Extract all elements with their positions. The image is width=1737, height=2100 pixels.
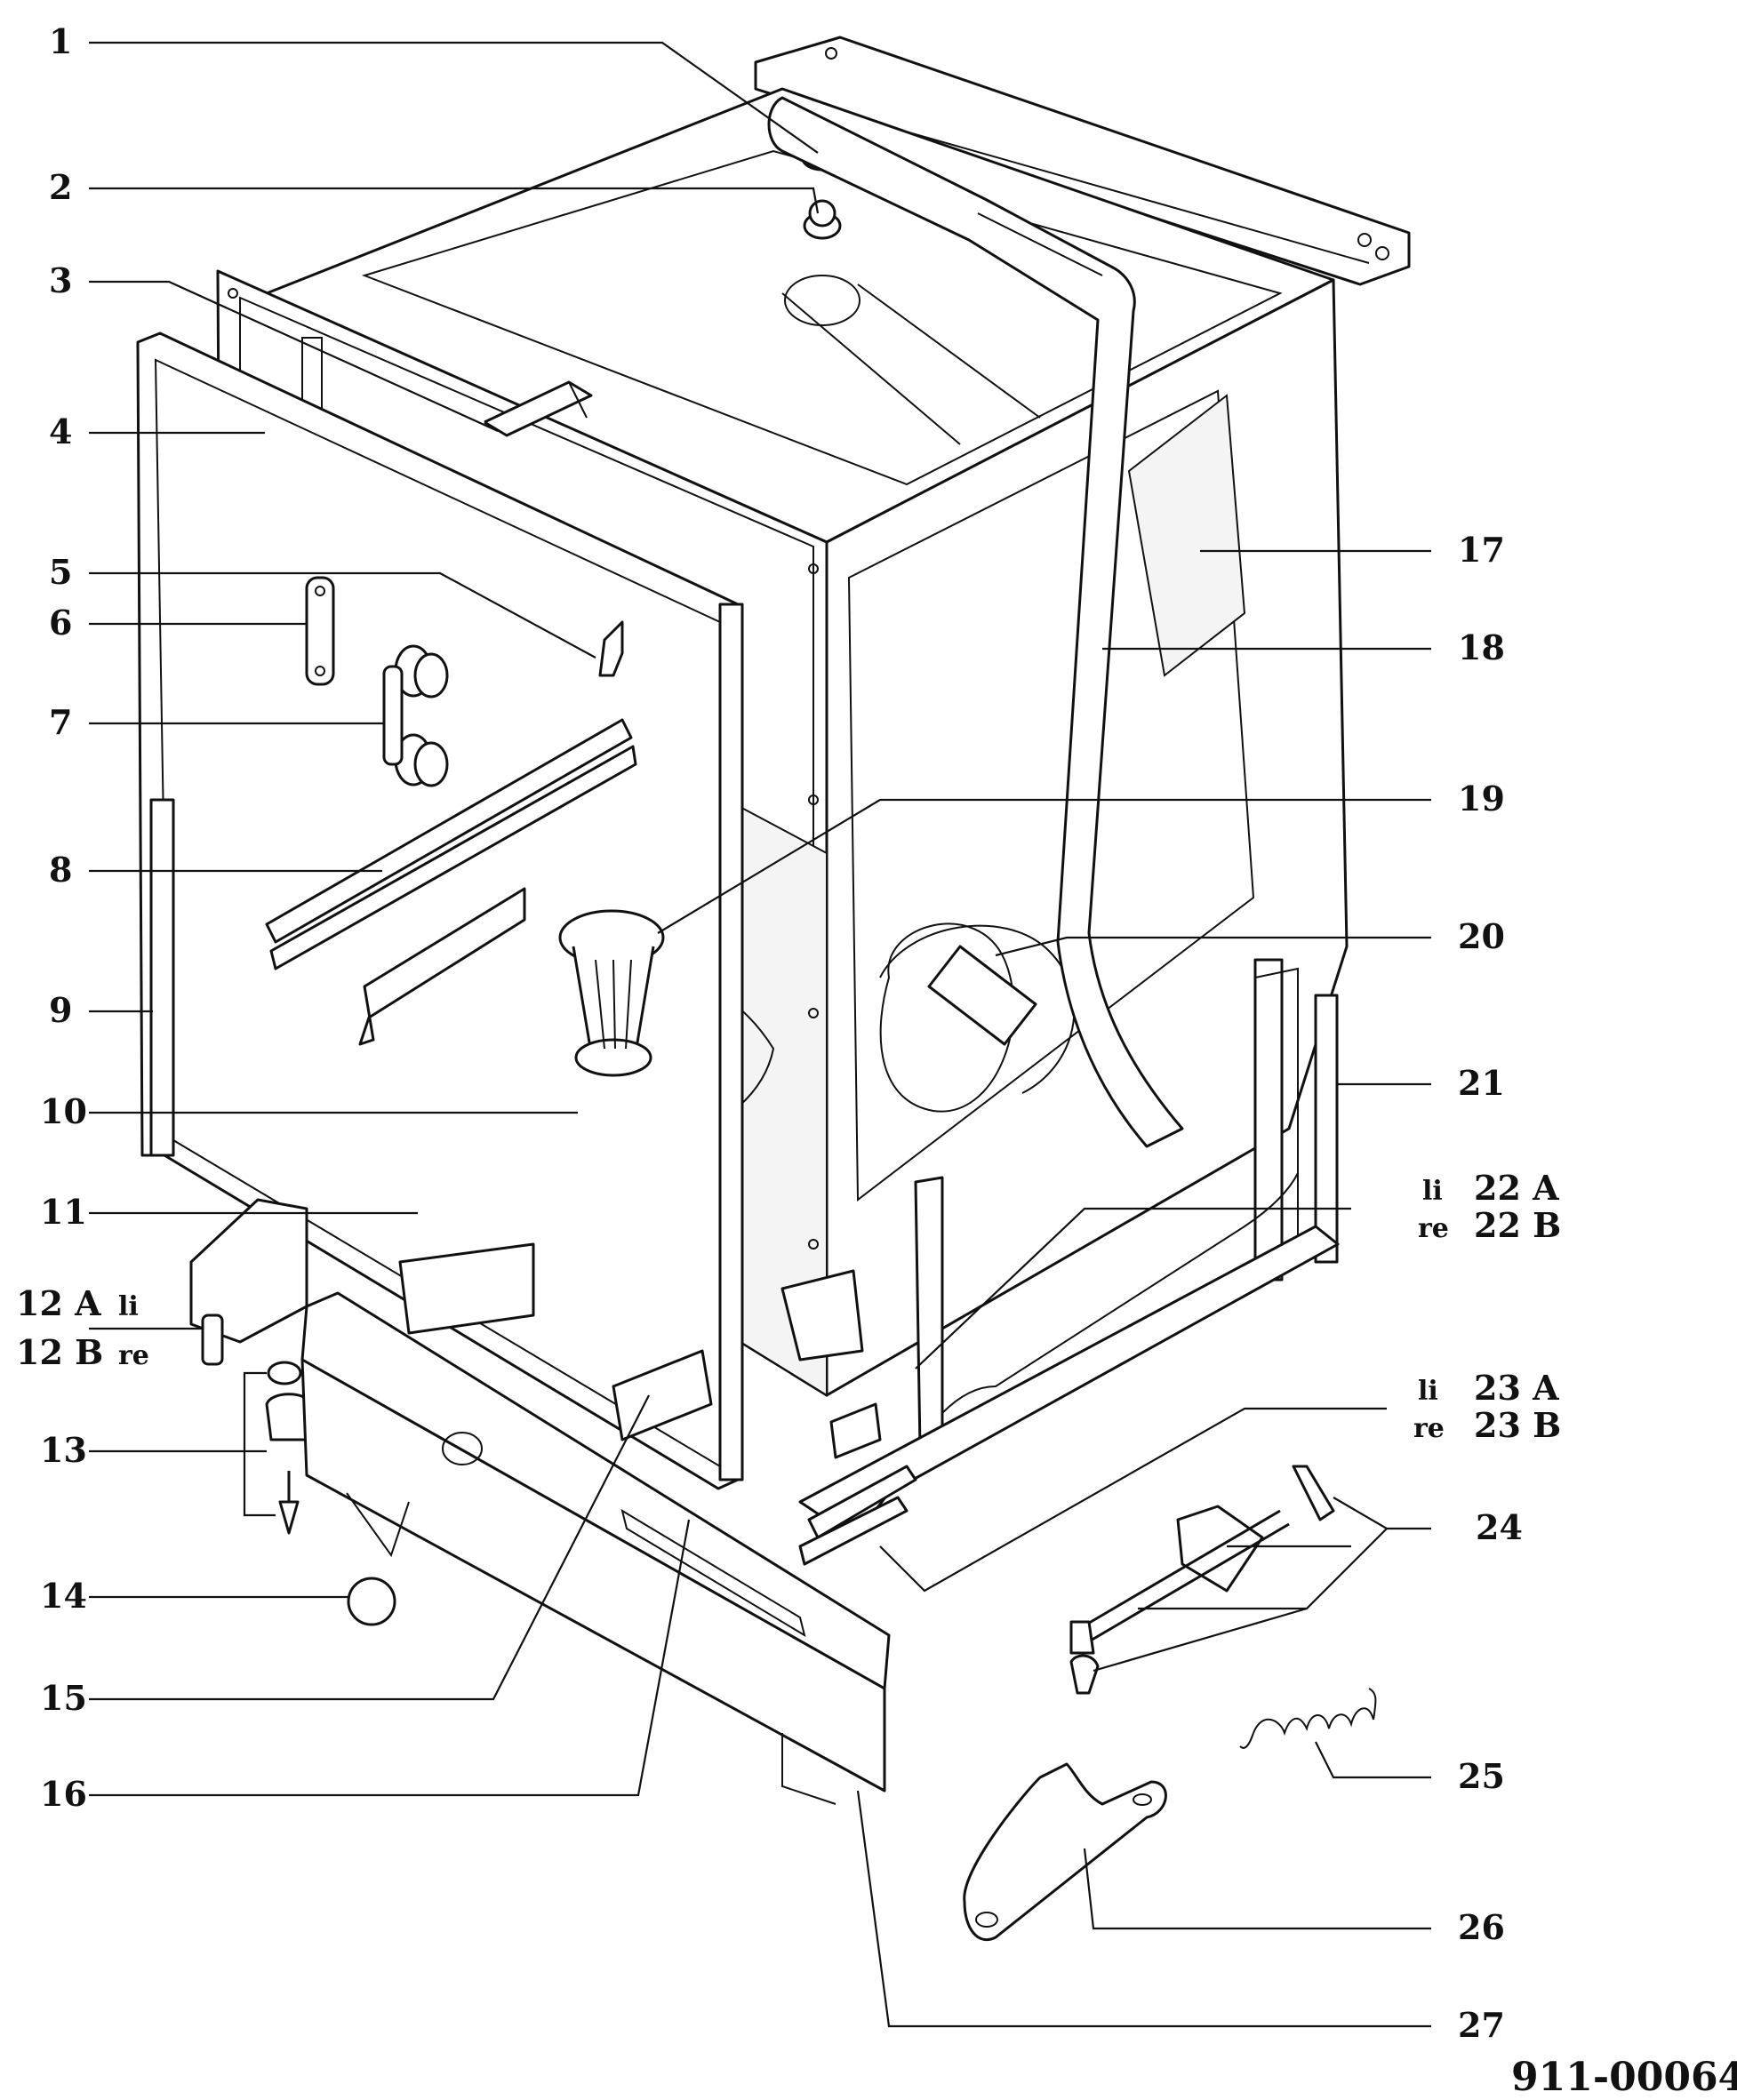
spring xyxy=(1239,1688,1377,1749)
callout-23b-side: re xyxy=(1413,1413,1445,1444)
left-plinth-parts xyxy=(189,1198,396,1626)
callout-26: 26 xyxy=(1458,1907,1505,1947)
callout-8: 8 xyxy=(49,850,72,890)
leader-19 xyxy=(657,798,1431,934)
callout-25: 25 xyxy=(1458,1756,1505,1796)
leader-25 xyxy=(1315,1741,1431,1779)
leader-22 xyxy=(915,1207,1351,1369)
callout-labels: 1 2 3 4 5 6 7 8 9 10 11 12 A li 12 B re … xyxy=(16,21,1737,2100)
callout-6: 6 xyxy=(49,603,72,643)
callout-12a: 12 A xyxy=(16,1283,101,1323)
basket-rail xyxy=(265,718,637,1046)
leader-3 xyxy=(89,280,499,433)
appliance-illustration xyxy=(136,36,1411,1941)
door-lock-mechanism xyxy=(1069,1465,1335,1695)
leader-2 xyxy=(89,187,820,214)
callout-22a-side: li xyxy=(1422,1176,1443,1207)
document-number: 911-00064 xyxy=(1511,2055,1737,2100)
leader-24a xyxy=(1333,1497,1431,1530)
callout-16: 16 xyxy=(40,1774,87,1814)
leader-1 xyxy=(89,41,819,154)
callout-5: 5 xyxy=(49,552,72,592)
leader-lines xyxy=(89,41,1431,2028)
callout-23a-side: li xyxy=(1418,1376,1438,1407)
lever-plate xyxy=(963,1762,1167,1941)
callout-12a-side: li xyxy=(118,1291,139,1322)
insulation-sleeve xyxy=(879,922,1037,1113)
callout-4: 4 xyxy=(49,411,72,451)
callout-11: 11 xyxy=(40,1192,87,1232)
filter-cup xyxy=(558,909,665,1077)
callout-23a: 23 A xyxy=(1474,1368,1559,1408)
leader-5 xyxy=(89,571,596,659)
callout-13: 13 xyxy=(40,1430,87,1470)
callout-7: 7 xyxy=(49,702,72,742)
callout-15: 15 xyxy=(40,1678,87,1718)
callout-22a: 22 A xyxy=(1474,1168,1559,1208)
callout-20: 20 xyxy=(1458,916,1505,956)
leader-27 xyxy=(856,1790,1431,2028)
callout-23b: 23 B xyxy=(1474,1405,1561,1445)
door-gasket-frame xyxy=(136,331,744,1490)
callout-12b-side: re xyxy=(118,1340,149,1371)
right-side-frame xyxy=(1253,958,1339,1282)
callout-12b: 12 B xyxy=(16,1332,103,1372)
leader-13b xyxy=(243,1371,276,1517)
leader-20 xyxy=(995,936,1431,957)
callout-17: 17 xyxy=(1458,530,1505,570)
leader-23 xyxy=(879,1407,1387,1593)
leader-24c xyxy=(1093,1607,1308,1673)
leader-26 xyxy=(1083,1848,1431,1930)
callout-10: 10 xyxy=(40,1091,87,1131)
water-pipe xyxy=(767,96,1184,1148)
leader-16 xyxy=(89,1519,691,1797)
callout-24: 24 xyxy=(1476,1507,1523,1547)
plinth-beam xyxy=(300,1242,891,1805)
base-frame xyxy=(780,1172,1340,1566)
callout-14: 14 xyxy=(40,1576,87,1616)
callout-21: 21 xyxy=(1458,1063,1505,1103)
callout-3: 3 xyxy=(49,260,72,300)
callout-19: 19 xyxy=(1458,779,1505,818)
callout-22b-side: re xyxy=(1418,1213,1449,1244)
callout-1: 1 xyxy=(49,21,72,61)
leader-15 xyxy=(89,1394,650,1701)
callout-22b: 22 B xyxy=(1474,1205,1561,1245)
callout-2: 2 xyxy=(49,167,72,207)
callout-27: 27 xyxy=(1458,2005,1505,2045)
callout-9: 9 xyxy=(49,990,72,1030)
hinge-parts xyxy=(305,576,624,787)
callout-18: 18 xyxy=(1458,627,1505,667)
